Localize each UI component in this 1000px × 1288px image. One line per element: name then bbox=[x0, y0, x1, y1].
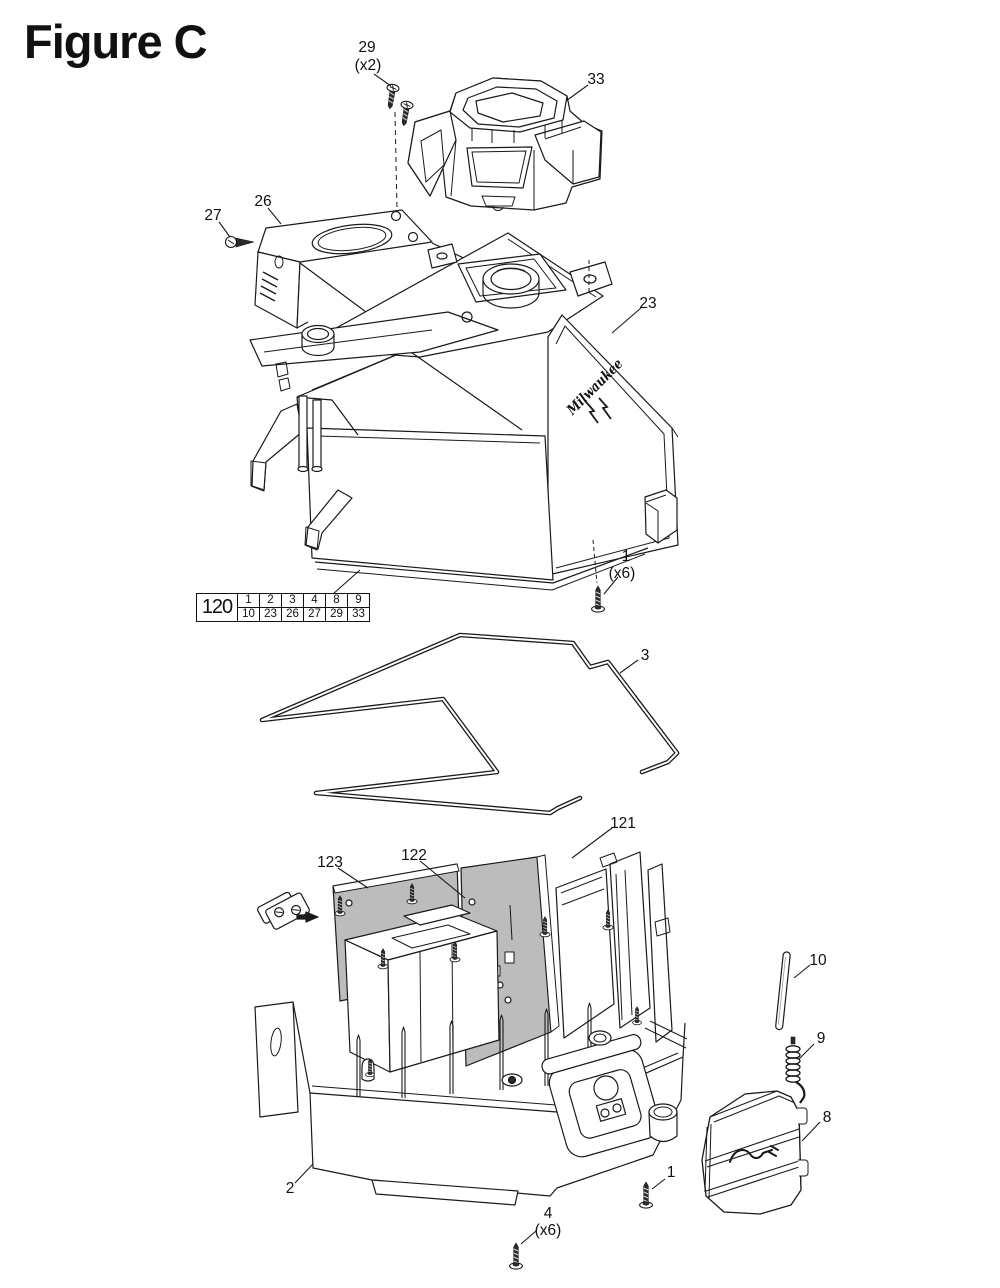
callout-1-top-label: 1 bbox=[622, 548, 631, 565]
screw-27 bbox=[224, 235, 255, 249]
table-cell: 27 bbox=[303, 607, 326, 622]
back-board bbox=[609, 851, 651, 1029]
callout-3-label: 3 bbox=[641, 647, 650, 664]
callout-9-label: 9 bbox=[817, 1030, 826, 1047]
callout-122-label: 122 bbox=[401, 847, 427, 864]
part-121-board bbox=[555, 868, 615, 1039]
callout-33-label: 33 bbox=[587, 71, 604, 88]
leader-lines bbox=[218, 73, 821, 1245]
assembly-ref-table: 120 1 2 3 4 8 9 10 23 26 27 29 33 bbox=[196, 593, 370, 622]
table-cell: 10 bbox=[237, 607, 260, 622]
screw-1-top bbox=[591, 585, 605, 613]
callout-2-label: 2 bbox=[286, 1180, 295, 1197]
callout-26-label: 26 bbox=[254, 193, 271, 210]
table-cell: 1 bbox=[237, 593, 260, 608]
alignment-dashed-line-1 bbox=[592, 539, 598, 584]
table-cell: 29 bbox=[325, 607, 348, 622]
callout-23-label: 23 bbox=[639, 295, 656, 312]
table-cell: 26 bbox=[281, 607, 304, 622]
callout-121-label: 121 bbox=[610, 815, 636, 832]
part-33-motor-cover bbox=[407, 77, 603, 212]
table-cell: 2 bbox=[259, 593, 282, 608]
part-9-spring bbox=[785, 1036, 806, 1104]
terminal-bracket bbox=[257, 891, 310, 930]
callout-10-label: 10 bbox=[809, 952, 827, 969]
table-leader-line bbox=[332, 569, 361, 595]
part-3-wire-frame bbox=[259, 632, 680, 816]
callout-labels: 29 (x2) 33 27 26 23 1 (x6) 3 121 122 123… bbox=[204, 39, 831, 1239]
figure-title: Figure C bbox=[24, 15, 208, 68]
callout-29-label: 29 bbox=[358, 39, 375, 56]
part-8-cover bbox=[701, 1090, 809, 1215]
callout-29-qty: (x2) bbox=[355, 57, 382, 74]
callout-4-qty: (x6) bbox=[535, 1222, 562, 1239]
screw-1-bottom bbox=[639, 1181, 653, 1209]
table-cell: 9 bbox=[347, 593, 370, 608]
bottom-assembly bbox=[254, 851, 688, 1206]
callout-1-bottom-label: 1 bbox=[667, 1164, 676, 1181]
table-cell: 33 bbox=[347, 607, 370, 622]
screw-29-a bbox=[383, 82, 401, 111]
logo-underline-arrows bbox=[585, 397, 612, 424]
table-cell: 8 bbox=[325, 593, 348, 608]
tray-left-wing bbox=[254, 1001, 299, 1118]
plug-icon bbox=[729, 1145, 779, 1163]
callout-123-label: 123 bbox=[317, 854, 343, 871]
table-cell: 4 bbox=[303, 593, 326, 608]
callout-4-label: 4 bbox=[544, 1205, 553, 1222]
callout-1-top-qty: (x6) bbox=[609, 565, 636, 582]
alignment-dashed-line-29 bbox=[394, 111, 398, 211]
screw-29-b bbox=[397, 99, 415, 128]
callout-27-label: 27 bbox=[204, 207, 221, 224]
insert-arrow-icon bbox=[296, 911, 319, 923]
part-10-rod bbox=[775, 951, 791, 1031]
screw-4 bbox=[509, 1242, 523, 1270]
table-cell: 23 bbox=[259, 607, 282, 622]
part-23-tank-housing bbox=[249, 232, 679, 591]
right-housing-panel bbox=[647, 863, 673, 1043]
callout-8-label: 8 bbox=[823, 1109, 832, 1126]
assembly-number: 120 bbox=[196, 593, 238, 622]
table-cell: 3 bbox=[281, 593, 304, 608]
